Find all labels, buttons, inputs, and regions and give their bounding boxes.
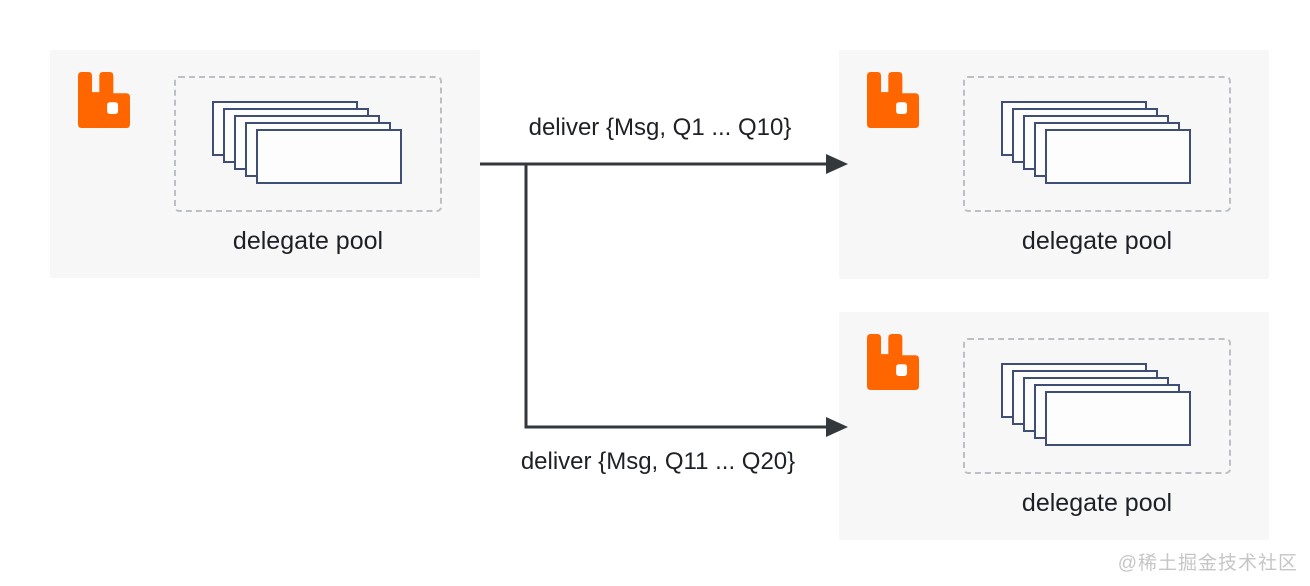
watermark: @稀土掘金技术社区 xyxy=(1117,553,1298,574)
delegate-pool-box xyxy=(174,76,442,212)
queue-stack xyxy=(1001,363,1193,448)
queue-card xyxy=(256,129,402,184)
queue-card xyxy=(1045,129,1191,184)
rabbitmq-node-source: delegate pool xyxy=(50,50,480,278)
queue-stack xyxy=(1001,101,1193,186)
edge-label-bottom: deliver {Msg, Q11 ... Q20} xyxy=(520,448,796,475)
edge-label-top: deliver {Msg, Q1 ... Q10} xyxy=(528,114,792,141)
delegate-pool-box xyxy=(963,338,1231,474)
delegate-pool-label: delegate pool xyxy=(1021,227,1173,255)
delegate-pool-box xyxy=(963,76,1231,212)
rabbitmq-logo-icon xyxy=(867,334,919,390)
arrow-bottom xyxy=(524,164,848,437)
rabbitmq-logo-icon xyxy=(78,72,130,128)
rabbitmq-node-target-top: delegate pool xyxy=(839,50,1269,279)
rabbitmq-logo-icon xyxy=(867,72,919,128)
arrow-top xyxy=(480,154,848,174)
delegate-pool-label: delegate pool xyxy=(1021,489,1173,517)
delegate-pool-label: delegate pool xyxy=(232,227,384,255)
queue-card xyxy=(1045,391,1191,446)
queue-stack xyxy=(212,101,404,186)
rabbitmq-node-target-bottom: delegate pool xyxy=(839,312,1269,540)
